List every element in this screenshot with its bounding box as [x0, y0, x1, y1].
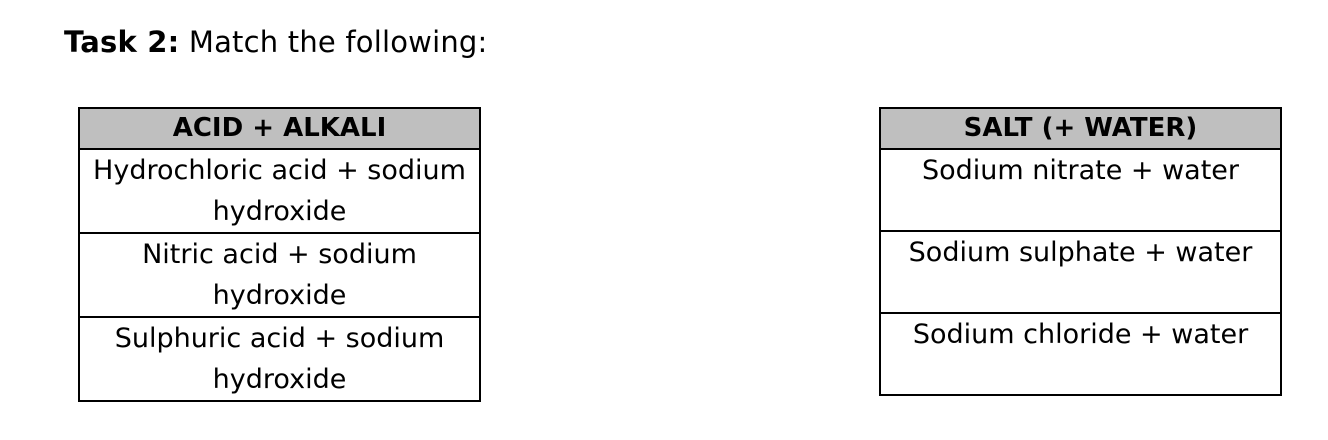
acid-alkali-cell-2: Nitric acid + sodium hydroxide [78, 232, 481, 318]
table-header-row: SALT (+ WATER) [879, 107, 1282, 150]
salt-water-cell-1: Sodium nitrate + water [879, 148, 1282, 232]
salt-water-table: SALT (+ WATER) Sodium nitrate + water So… [879, 107, 1282, 396]
acid-alkali-header: ACID + ALKALI [78, 107, 481, 150]
task-label: Task 2: [64, 25, 180, 59]
salt-water-cell-2: Sodium sulphate + water [879, 230, 1282, 314]
table-row: Nitric acid + sodium hydroxide [78, 232, 481, 318]
salt-water-cell-3: Sodium chloride + water [879, 312, 1282, 396]
table-row: Sodium sulphate + water [879, 230, 1282, 314]
task-heading: Task 2: Match the following: [64, 22, 488, 62]
table-row: Sodium chloride + water [879, 312, 1282, 396]
salt-water-header: SALT (+ WATER) [879, 107, 1282, 150]
table-row: Sodium nitrate + water [879, 148, 1282, 232]
table-row: Hydrochloric acid + sodium hydroxide [78, 148, 481, 234]
table-row: Sulphuric acid + sodium hydroxide [78, 316, 481, 402]
acid-alkali-table: ACID + ALKALI Hydrochloric acid + sodium… [78, 107, 481, 402]
acid-alkali-cell-3: Sulphuric acid + sodium hydroxide [78, 316, 481, 402]
acid-alkali-cell-1: Hydrochloric acid + sodium hydroxide [78, 148, 481, 234]
task-instruction: Match the following: [179, 25, 488, 59]
table-header-row: ACID + ALKALI [78, 107, 481, 150]
